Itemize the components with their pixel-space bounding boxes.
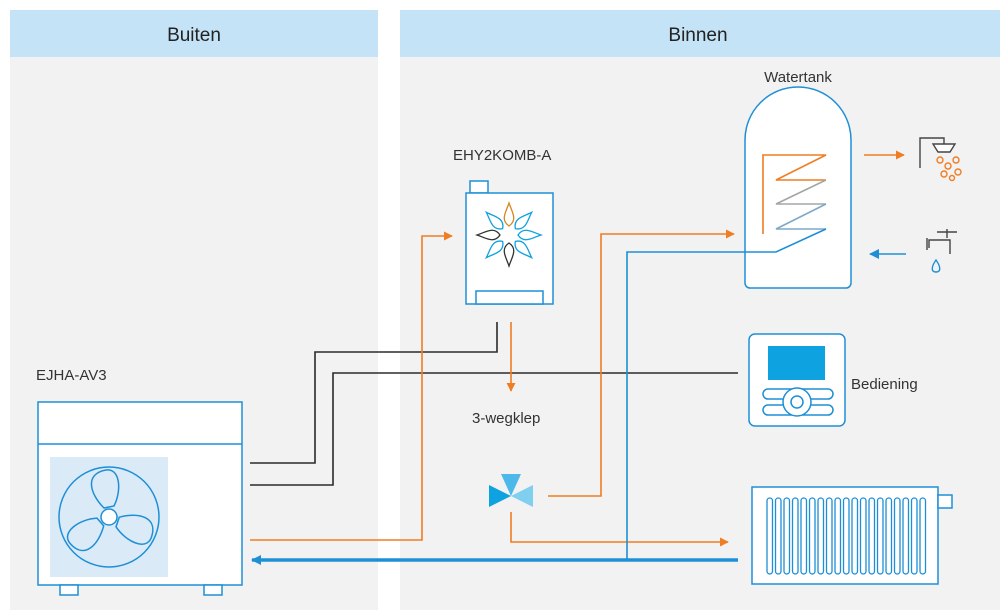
- outdoor-unit: EJHA-AV3: [36, 367, 243, 596]
- radiator-fin: [919, 497, 927, 575]
- water-tank: Watertank: [744, 69, 852, 289]
- radiator-fin: [800, 497, 808, 575]
- valve-icon: [489, 474, 533, 507]
- outdoor-unit-label: EJHA-AV3: [36, 367, 107, 384]
- cold-water-lines: [251, 249, 906, 565]
- three-way-valve: 3-wegklep: [472, 410, 540, 507]
- inside-panel: Binnen: [400, 10, 1000, 610]
- radiator-fin: [859, 497, 867, 575]
- tap-icon: [926, 229, 957, 273]
- shower-icon: [919, 137, 962, 182]
- supply-to-boiler: [250, 231, 453, 541]
- radiator-fin: [893, 497, 901, 575]
- fan-icon: [58, 466, 160, 568]
- valve-to-tank: [548, 229, 735, 497]
- user-interface: Bediening: [748, 333, 918, 427]
- radiator-fin: [817, 497, 825, 575]
- outside-title: Buiten: [167, 25, 221, 46]
- user-interface-label: Bediening: [851, 376, 918, 393]
- hot-water-lines: [250, 150, 905, 547]
- radiator-fin: [910, 497, 918, 575]
- valve-to-radiator: [510, 512, 729, 547]
- flame-icon: [474, 200, 544, 269]
- radiator-fin: [774, 497, 782, 575]
- inside-title: Binnen: [668, 25, 727, 46]
- radiator-fin: [842, 497, 850, 575]
- radiator-fin: [825, 497, 833, 575]
- water-tank-label: Watertank: [764, 69, 832, 86]
- radiator-fin: [766, 497, 774, 575]
- radiator-fin: [834, 497, 842, 575]
- radiator-fin: [851, 497, 859, 575]
- radiator-fin: [876, 497, 884, 575]
- three-way-valve-label: 3-wegklep: [472, 410, 540, 427]
- radiator-icon: [751, 486, 953, 585]
- radiator-fin: [902, 497, 910, 575]
- cable-boiler: [250, 322, 498, 464]
- cable-controller: [250, 372, 738, 486]
- radiator-fin: [885, 497, 893, 575]
- radiator-fin: [791, 497, 799, 575]
- tank-return: [626, 251, 744, 560]
- radiator-fin: [808, 497, 816, 575]
- gas-boiler: EHY2KOMB-A: [453, 147, 554, 305]
- radiator-fin: [868, 497, 876, 575]
- gas-boiler-label: EHY2KOMB-A: [453, 147, 551, 164]
- radiator-fin: [783, 497, 791, 575]
- control-cables: [250, 322, 738, 486]
- radiator-fins: [766, 497, 927, 575]
- heat-exchanger-coil: [744, 154, 827, 253]
